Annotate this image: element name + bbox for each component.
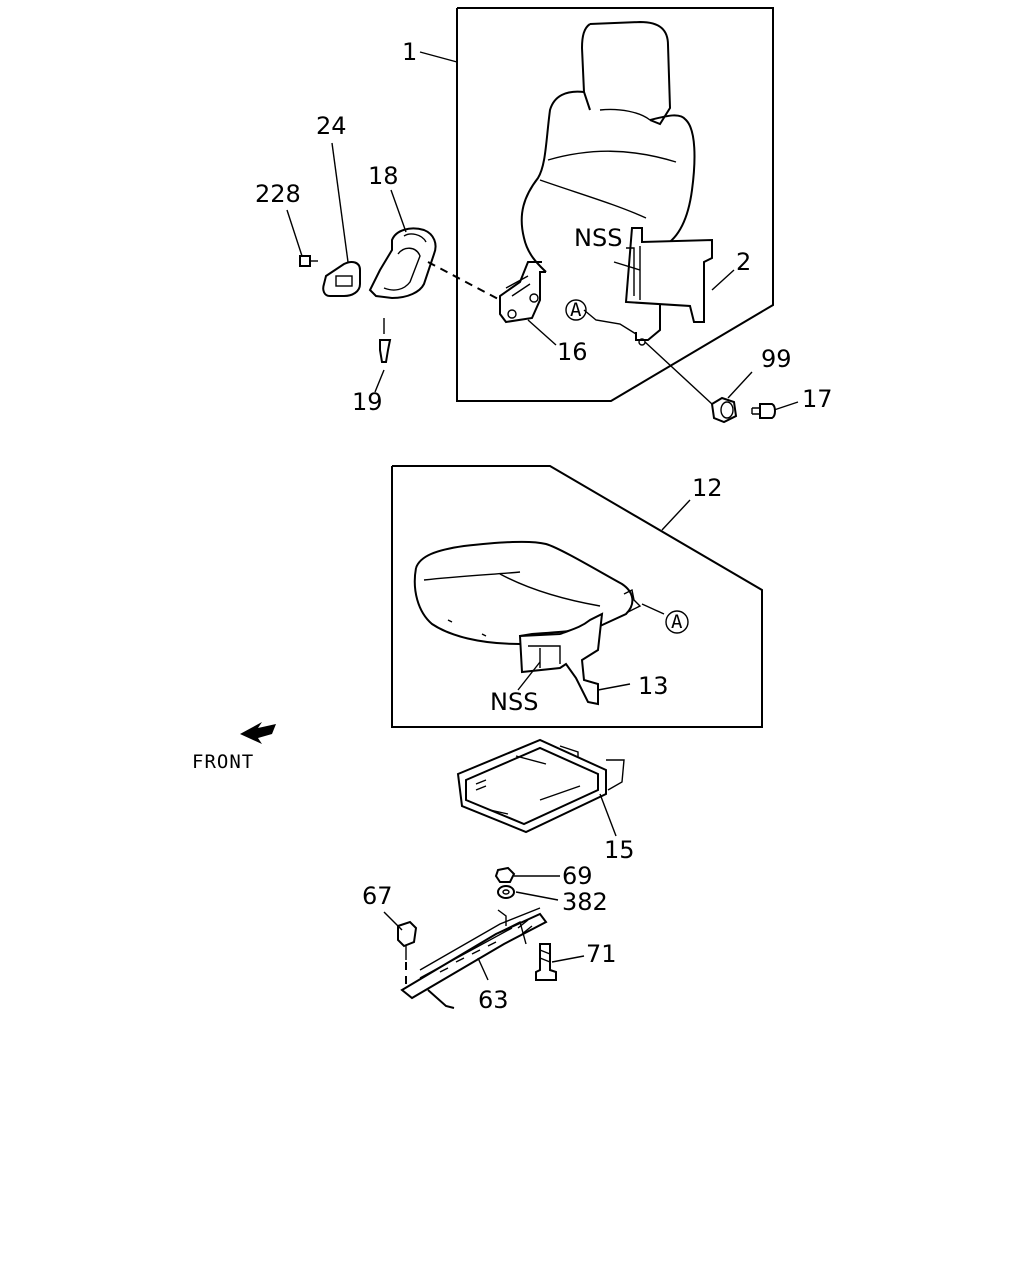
collar-99: [710, 396, 738, 424]
leader-lines-top: [286, 51, 799, 411]
washer-382: [497, 885, 515, 899]
leader-lines-bottom: [383, 875, 585, 981]
alignment-line-recliner: [427, 261, 501, 301]
leader-bracket-collar: [644, 341, 713, 405]
front-arrow-icon: [240, 722, 276, 744]
reference-a-bottom: A: [665, 610, 689, 634]
seatback-drawing: [499, 20, 696, 346]
callout-18: 18: [368, 162, 399, 190]
callout-71: 71: [586, 940, 617, 968]
callout-24: 24: [316, 112, 347, 140]
cushion-drawing: [413, 540, 642, 645]
callout-13: 13: [638, 672, 669, 700]
callout-15: 15: [604, 836, 635, 864]
callout-17: 17: [802, 385, 833, 413]
front-label: FRONT: [192, 751, 254, 773]
nss-label-top: NSS: [574, 224, 622, 252]
recliner-knob: [322, 261, 361, 297]
nss-label-bottom: NSS: [490, 688, 538, 716]
bolt-67: [397, 920, 418, 990]
svg-text:A: A: [570, 299, 582, 321]
callout-16: 16: [557, 338, 588, 366]
bolt-71: [535, 943, 557, 981]
recliner-cover: [368, 227, 437, 300]
callout-382: 382: [562, 888, 608, 916]
seat-slide-rail: [400, 907, 548, 1009]
knob-screw: [299, 255, 318, 267]
nut-69: [494, 866, 516, 883]
callout-2: 2: [736, 248, 751, 276]
trim-clip: [379, 318, 392, 363]
svg-text:A: A: [671, 611, 683, 633]
leader-15: [599, 793, 617, 837]
leader-lines-middle: [517, 499, 691, 691]
callout-19: 19: [352, 388, 383, 416]
callout-99: 99: [761, 345, 792, 373]
callout-63: 63: [478, 986, 509, 1014]
callout-12: 12: [692, 474, 723, 502]
callout-1: 1: [402, 38, 417, 66]
callout-69: 69: [562, 862, 593, 890]
reference-a-top: A: [565, 299, 587, 321]
callout-67: 67: [362, 882, 393, 910]
bolt-17: [751, 403, 776, 419]
nss-cover-panel-bottom: [518, 612, 604, 706]
nss-cover-panel-top: [624, 227, 713, 323]
callout-228: 228: [255, 180, 301, 208]
seat-frame: [456, 738, 625, 834]
cushion-group-box: [391, 465, 763, 728]
seatback-group-box: [456, 7, 774, 402]
